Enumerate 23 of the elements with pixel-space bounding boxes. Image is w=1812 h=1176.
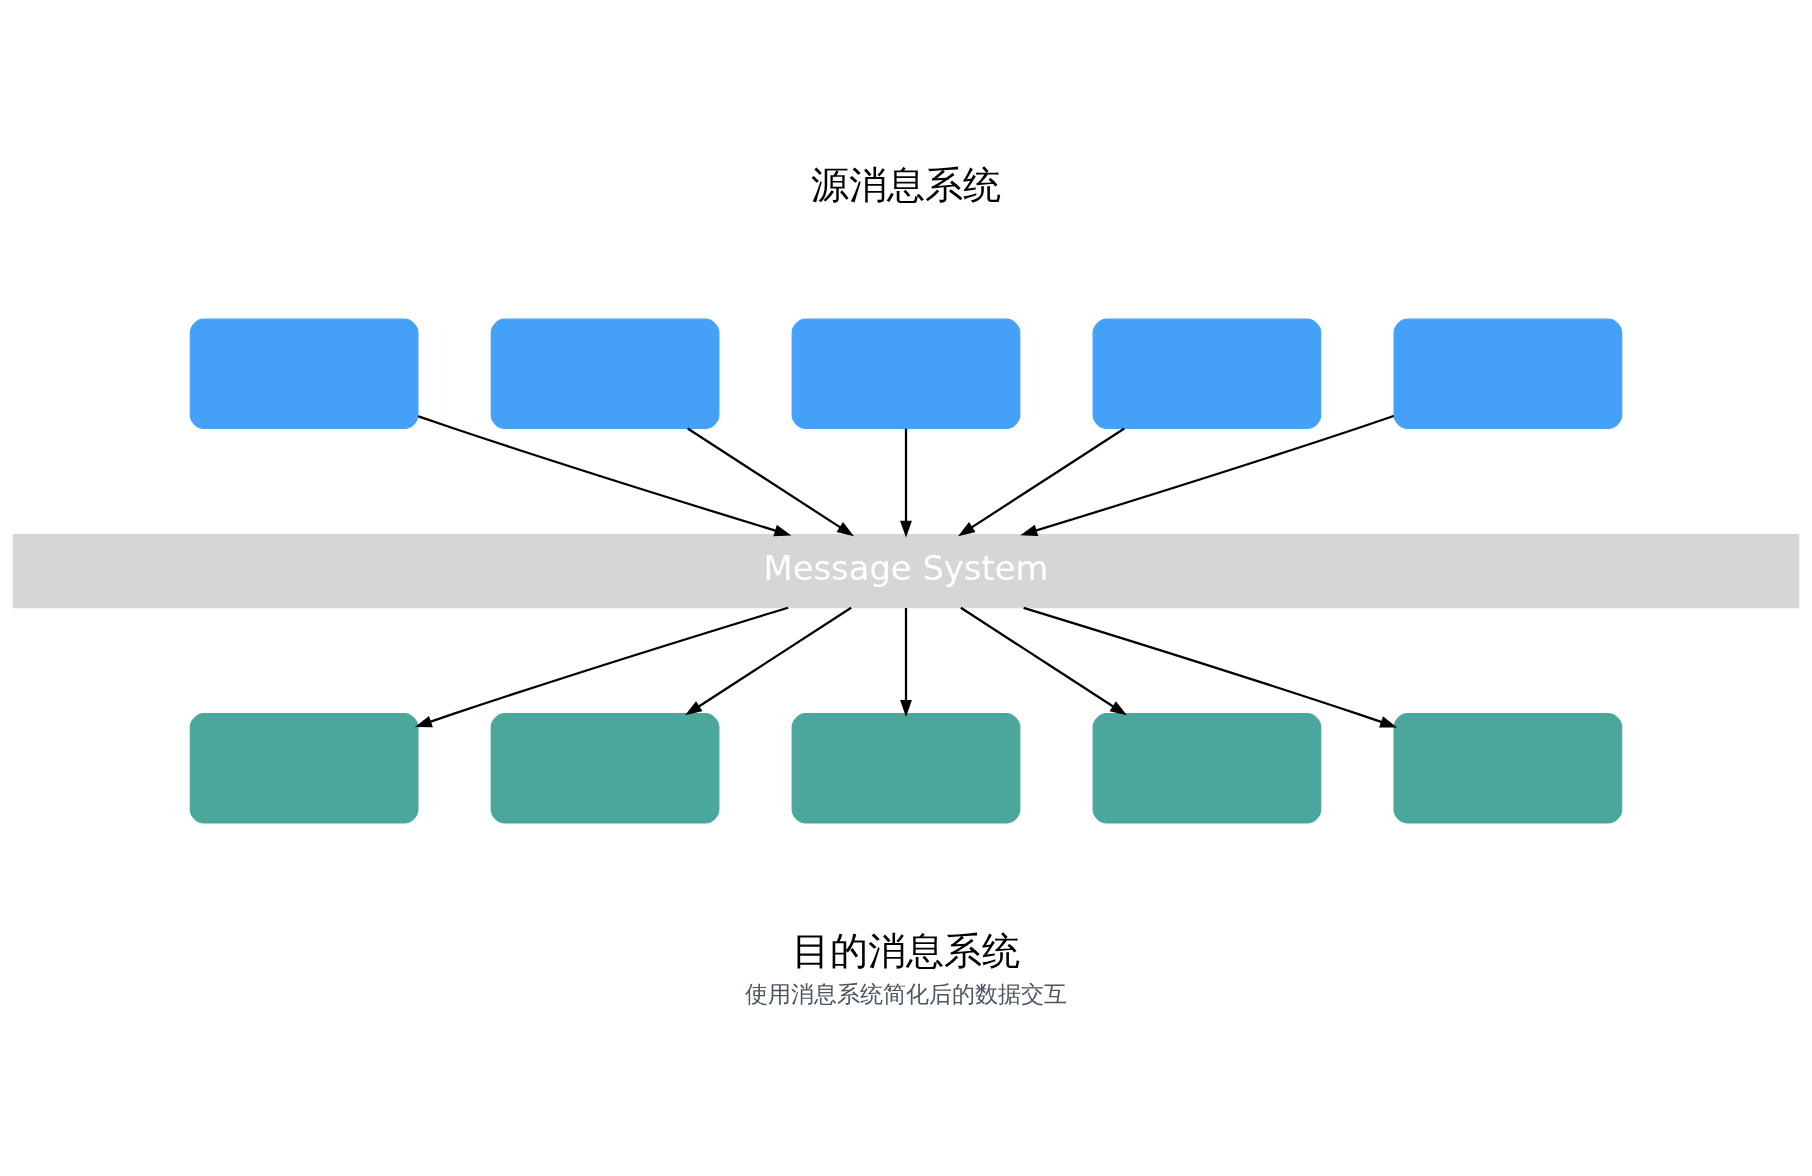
arrow [1023,606,1398,728]
node-box [189,318,419,430]
arrow [1020,414,1395,537]
arrow [900,608,912,718]
arrow [685,606,852,716]
label: 源消息系统 [811,161,1001,207]
node-box [490,713,720,824]
node-box [791,713,1021,824]
arrow [958,427,1125,537]
arrow [414,606,789,728]
node-box [490,318,720,430]
node-box [791,318,1021,430]
node-box [1393,318,1623,430]
node-box [1092,713,1322,824]
label: 目的消息系统 [792,928,1020,974]
node-box [1092,318,1322,430]
caption: 使用消息系统简化后的数据交互 [745,981,1067,1008]
node-box [189,713,419,824]
node-box [1393,713,1623,824]
arrow [417,415,792,537]
arrow [900,428,912,538]
arrow [960,606,1127,716]
arrow [687,427,854,537]
